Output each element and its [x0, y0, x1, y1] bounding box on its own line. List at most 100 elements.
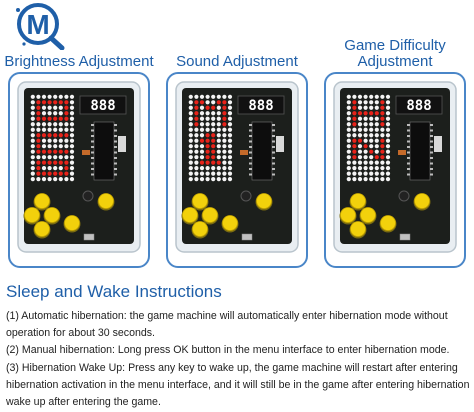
led-dot: [69, 144, 75, 149]
led-dot: [188, 177, 193, 182]
led-dot: [385, 127, 391, 132]
led-dot: [36, 166, 41, 171]
led-dot: [47, 166, 52, 171]
led-dot: [47, 111, 52, 116]
led-dot: [222, 177, 227, 182]
led-dot: [385, 160, 391, 165]
led-dot: [205, 177, 210, 182]
led-dot: [227, 133, 233, 138]
led-dot: [194, 138, 199, 143]
chip-pin: [91, 168, 94, 170]
led-dot: [53, 177, 58, 182]
led-dot: [227, 105, 233, 110]
led-dot: [363, 111, 368, 116]
chip-pin: [249, 129, 252, 132]
led-dot: [216, 177, 221, 182]
led-dot: [385, 149, 391, 154]
led-dot: [227, 144, 233, 149]
led-dot: [352, 94, 357, 99]
led-dot: [199, 166, 205, 171]
led-dot: [357, 171, 363, 176]
led-dot: [346, 122, 351, 127]
led-dot: [36, 127, 41, 132]
led-dot: [188, 116, 193, 121]
led-dot: [41, 105, 47, 110]
component: [276, 136, 284, 152]
led-dot: [211, 127, 216, 132]
led-dot: [194, 116, 199, 121]
led-dot: [211, 171, 216, 176]
led-dot: [385, 155, 391, 160]
led-dot: [222, 122, 227, 127]
chip-pin: [91, 151, 94, 154]
chip-pin: [407, 124, 410, 126]
chip-pin: [114, 173, 117, 176]
led-dot: [357, 144, 363, 149]
chip-pin: [430, 124, 433, 126]
led-dot: [369, 144, 374, 149]
led-dot: [222, 105, 227, 110]
led-dot: [58, 149, 63, 154]
led-dot: [211, 160, 216, 165]
component: [240, 150, 248, 155]
led-dot: [369, 111, 374, 116]
led-dot: [205, 171, 210, 176]
led-dot: [380, 138, 385, 143]
device-panel-brightness: 888: [8, 72, 150, 268]
led-dot: [222, 171, 227, 176]
led-dot: [363, 133, 368, 138]
led-dot: [36, 94, 41, 99]
led-dot: [64, 166, 69, 171]
led-dot: [36, 149, 41, 154]
led-dot: [363, 138, 368, 143]
chip-pin: [91, 173, 94, 176]
led-dot: [211, 177, 216, 182]
led-dot: [47, 100, 52, 105]
led-dot: [47, 122, 52, 127]
led-dot: [222, 144, 227, 149]
led-dot: [64, 105, 69, 110]
chip-pin: [249, 140, 252, 143]
led-dot: [58, 127, 63, 132]
chip-pin: [430, 146, 433, 148]
chip-pin: [114, 151, 117, 154]
led-dot: [374, 105, 379, 110]
led-dot: [222, 100, 227, 105]
led-dot: [227, 122, 233, 127]
game-button-icon: [34, 221, 50, 237]
led-dot: [222, 166, 227, 171]
led-dot: [352, 138, 357, 143]
game-button-icon: [24, 207, 40, 223]
segment-display: [237, 95, 285, 115]
led-dot: [205, 133, 210, 138]
heading-line: Sound Adjustment: [176, 53, 298, 70]
led-dot: [47, 155, 52, 160]
led-dot: [374, 94, 379, 99]
led-dot: [352, 122, 357, 127]
led-dot: [357, 138, 363, 143]
led-dot: [374, 155, 379, 160]
led-dot: [205, 105, 210, 110]
chip-pin: [114, 124, 117, 126]
led-dot: [36, 155, 41, 160]
led-dot: [216, 100, 221, 105]
led-dot: [199, 100, 205, 105]
led-dot: [41, 155, 47, 160]
led-dot: [357, 155, 363, 160]
led-dot: [64, 171, 69, 176]
microcontroller-chip: [251, 121, 273, 181]
led-dot: [385, 111, 391, 116]
led-dot: [211, 138, 216, 143]
led-dot: [36, 171, 41, 176]
led-dot: [47, 116, 52, 121]
led-dot: [357, 94, 363, 99]
led-dot: [211, 116, 216, 121]
segment-display-digits: 888: [248, 98, 273, 114]
led-dot: [374, 122, 379, 127]
led-dot: [194, 127, 199, 132]
led-dot: [188, 111, 193, 116]
led-dot: [352, 171, 357, 176]
led-dot: [385, 94, 391, 99]
led-dot: [64, 94, 69, 99]
chip-pin: [407, 140, 410, 143]
